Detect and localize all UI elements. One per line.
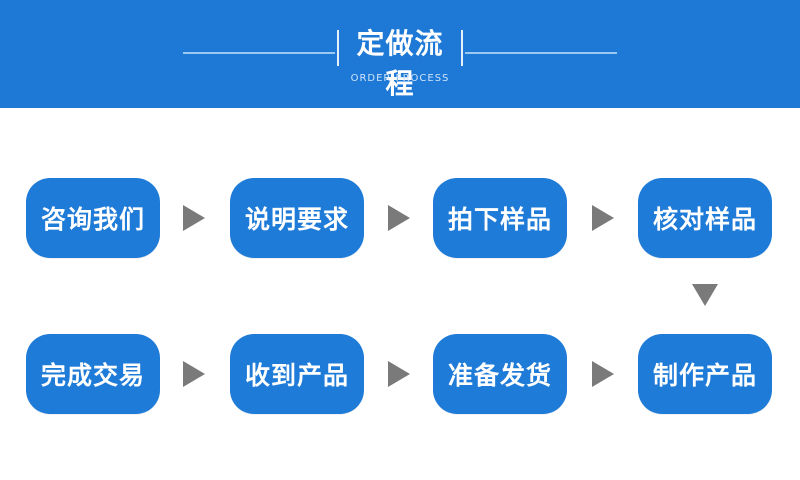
arrow-right-icon [592, 205, 614, 231]
header-bracket-right [461, 30, 463, 66]
step-order-sample: 拍下样品 [433, 178, 567, 258]
step-consult: 咨询我们 [26, 178, 160, 258]
step-verify-sample: 核对样品 [638, 178, 772, 258]
arrow-right-icon [592, 361, 614, 387]
arrow-right-icon [388, 361, 410, 387]
header-bracket-left [337, 30, 339, 66]
step-describe-requirements: 说明要求 [230, 178, 364, 258]
arrow-right-icon [183, 361, 205, 387]
header-divider-right [465, 52, 617, 54]
arrow-right-icon [388, 205, 410, 231]
arrow-right-icon [183, 205, 205, 231]
page-title: 定做流程 [356, 27, 444, 100]
step-prepare-shipment: 准备发货 [433, 334, 567, 414]
header-divider-left [183, 52, 335, 54]
step-receive-product: 收到产品 [230, 334, 364, 414]
page-subtitle: ORDER PROCESS [350, 73, 450, 84]
step-complete-transaction: 完成交易 [26, 334, 160, 414]
header-banner: 定做流程 ORDER PROCESS [0, 0, 800, 108]
step-make-product: 制作产品 [638, 334, 772, 414]
arrow-down-icon [692, 284, 718, 306]
